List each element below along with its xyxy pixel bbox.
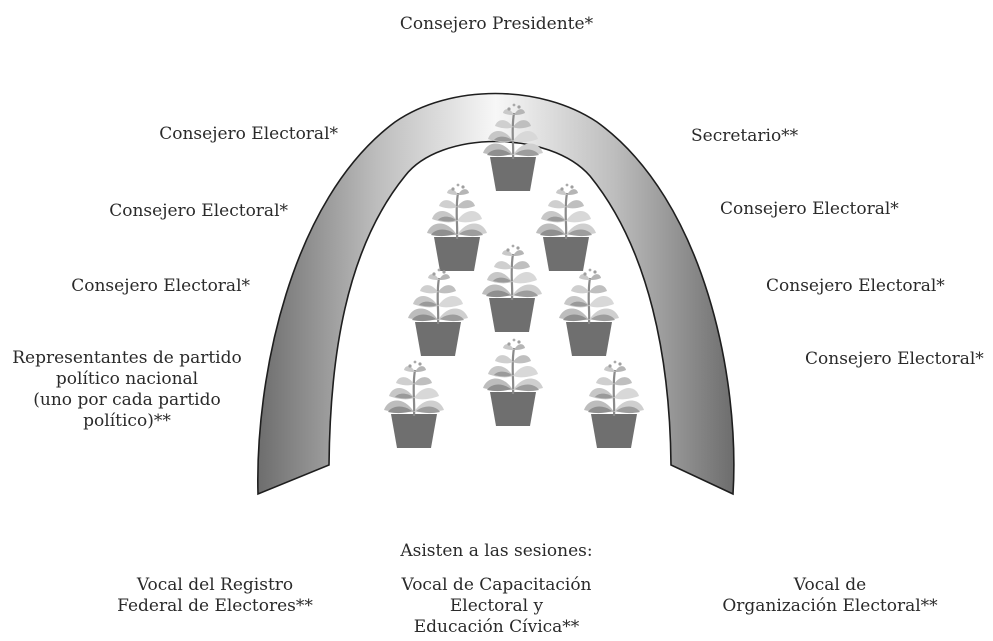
consejero-presidente-label: Consejero Presidente*: [399, 14, 594, 34]
vocal-organizacion-line-2: Organización Electoral**: [722, 596, 938, 616]
vocal-capacitacion-line-2: Electoral y: [449, 596, 544, 616]
potted-plant-icon: [481, 337, 545, 428]
arch-shape: [257, 92, 735, 496]
vocal-capacitacion-line-1: Vocal de Capacitación: [401, 575, 592, 595]
representantes-line-2: político nacional: [55, 369, 199, 389]
left-consejero-label-3: Consejero Electoral*: [71, 276, 250, 296]
secretario-label: Secretario**: [691, 126, 799, 146]
left-consejero-label-2: Consejero Electoral*: [109, 201, 288, 221]
potted-plant-icon: [425, 182, 489, 273]
representantes-line-3: (uno por cada partido: [33, 390, 221, 410]
plant-row-3: [480, 243, 544, 334]
potted-plant-icon: [582, 359, 646, 450]
vocal-capacitacion-label: Vocal de Capacitación Electoral y Educac…: [360, 575, 633, 638]
vocal-registro-line-2: Federal de Electores**: [117, 596, 313, 616]
right-consejero-label-3: Consejero Electoral*: [805, 349, 984, 369]
vocal-organizacion-line-1: Vocal de: [793, 575, 867, 595]
potted-plant-icon: [382, 359, 446, 450]
vocal-capacitacion-line-3: Educación Cívica**: [413, 617, 580, 637]
right-consejero-label-1: Consejero Electoral*: [720, 199, 899, 219]
left-consejero-label-1: Consejero Electoral*: [159, 124, 338, 144]
vocal-registro-label: Vocal del Registro Federal de Electores*…: [60, 575, 370, 617]
representantes-line-4: político)**: [83, 411, 171, 431]
right-consejero-label-2: Consejero Electoral*: [766, 276, 945, 296]
vocal-organizacion-label: Vocal de Organización Electoral**: [680, 575, 980, 617]
potted-plant-icon: [557, 267, 621, 358]
potted-plant-icon: [480, 243, 544, 334]
asisten-heading: Asisten a las sesiones:: [400, 541, 593, 561]
representantes-line-1: Representantes de partido: [12, 348, 242, 368]
representantes-label: Representantes de partido político nacio…: [0, 348, 254, 432]
potted-plant-icon: [406, 267, 470, 358]
potted-plant-icon: [534, 182, 598, 273]
vocal-registro-line-1: Vocal del Registro: [136, 575, 294, 595]
